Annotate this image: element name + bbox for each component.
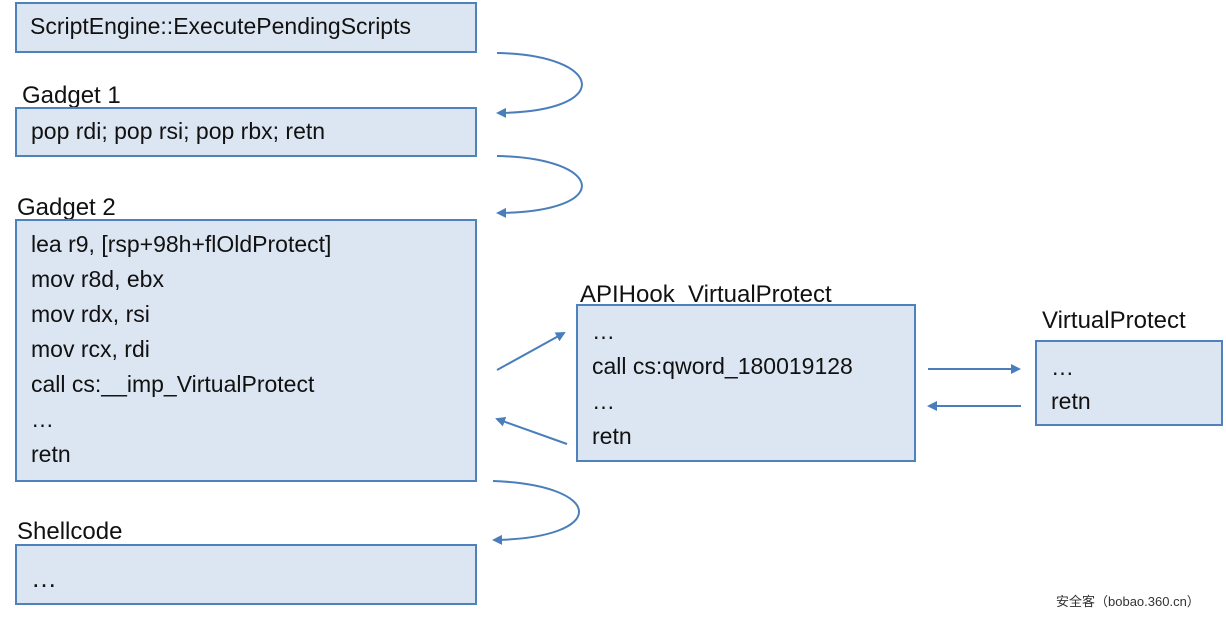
apihook-line-2: call cs:qword_180019128 [592,353,853,379]
gadget1-title: Gadget 1 [22,82,121,109]
shellcode-title: Shellcode [17,518,123,545]
gadget2-line-2: mov r8d, ebx [31,266,164,292]
script-engine-label: ScriptEngine::ExecutePendingScripts [30,13,411,39]
apihook-line-1: … [592,318,615,344]
gadget2-line-5: call cs:__imp_VirtualProtect [31,371,315,397]
gadget2-line-1: lea r9, [rsp+98h+flOldProtect] [31,231,332,257]
gadget2-line-6: … [31,406,54,432]
gadget2-line-3: mov rdx, rsi [31,301,150,327]
shellcode-line-1: … [31,563,57,593]
gadget2-line-4: mov rcx, rdi [31,336,150,362]
virtualprotect-line-2: retn [1051,388,1091,414]
gadget1-box [15,107,477,157]
watermark: 安全客（bobao.360.cn） [1056,594,1200,609]
apihook-title: APIHook_VirtualProtect [580,281,832,308]
curve-arrow-3 [492,480,580,545]
arrow-back-to-gadget2 [495,416,568,445]
apihook-box [576,304,916,462]
script-engine-box [15,2,477,53]
gadget1-line-1: pop rdi; pop rsi; pop rbx; retn [31,118,326,144]
shellcode-box [15,544,477,605]
apihook-line-4: retn [592,423,632,449]
gadget2-title: Gadget 2 [17,194,116,221]
virtualprotect-box [1035,340,1223,426]
gadget2-line-7: retn [31,441,71,467]
arrow-to-apihook [496,332,566,371]
curve-arrow-1 [496,52,583,118]
apihook-line-3: … [592,388,615,414]
curve-arrow-2 [496,155,583,218]
gadget2-box [15,219,477,482]
virtualprotect-line-1: … [1051,354,1074,380]
virtualprotect-title: VirtualProtect [1042,307,1186,334]
